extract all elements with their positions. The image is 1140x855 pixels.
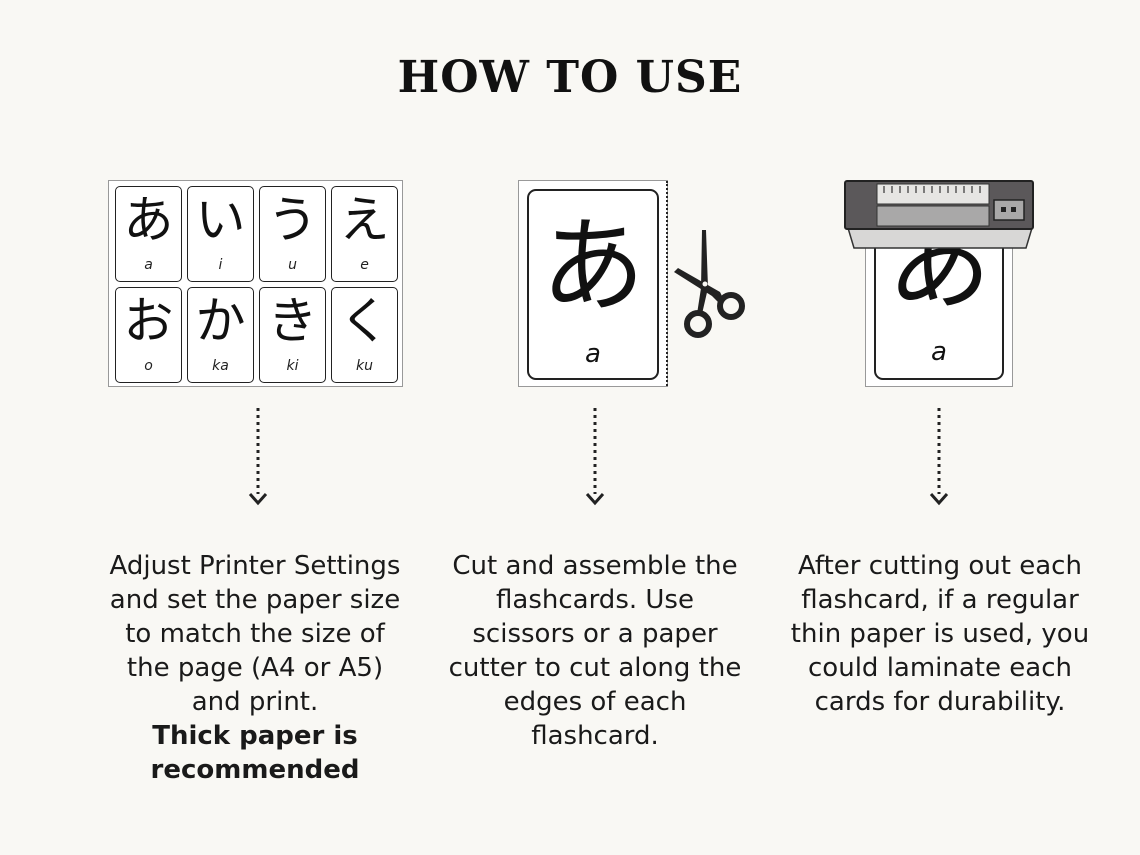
flashcard-kana: お xyxy=(123,292,174,350)
step1-bold-note: Thick paper is recommended xyxy=(150,721,360,785)
step1-text: Adjust Printer Settings and set the pape… xyxy=(109,551,401,717)
step2-description: Cut and assemble the flashcards. Use sci… xyxy=(448,551,742,751)
mini-flashcard: う u xyxy=(259,186,326,282)
flashcard-kana: あ xyxy=(123,191,174,249)
flashcard-kana: い xyxy=(195,191,246,249)
flashcard-romaji: ku xyxy=(356,358,373,374)
flashcard-kana: う xyxy=(267,191,318,249)
flashcard-kana: く xyxy=(339,292,390,350)
flashcard-romaji: a xyxy=(931,337,947,367)
page-title: HOW TO USE xyxy=(397,52,743,103)
cut-line xyxy=(666,181,668,386)
flashcard-romaji: a xyxy=(144,257,153,273)
step3-description: After cutting out each flashcard, if a r… xyxy=(790,551,1090,717)
mini-flashcard: あ a xyxy=(115,186,182,282)
flashcard-romaji: ka xyxy=(212,358,229,374)
single-card-page-illustration: あ a xyxy=(518,180,668,387)
dotted-arrow-down-icon xyxy=(248,408,268,506)
flashcard-romaji: ki xyxy=(286,358,299,374)
flashcard-kana: え xyxy=(339,191,390,249)
mini-flashcard: く ku xyxy=(331,287,398,383)
flashcard-romaji: e xyxy=(360,257,369,273)
mini-flashcard: か ka xyxy=(187,287,254,383)
flashcard-romaji: u xyxy=(288,257,297,273)
flashcard-kana: き xyxy=(267,292,318,350)
flashcard: あ a xyxy=(527,189,659,380)
printed-sheet-illustration: あ a い i う u え e お o か ka き ki く ku xyxy=(108,180,403,387)
flashcard: あ a xyxy=(874,246,1004,380)
dotted-arrow-down-icon xyxy=(585,408,605,506)
mini-flashcard: き ki xyxy=(259,287,326,383)
mini-flashcard: い i xyxy=(187,186,254,282)
dotted-arrow-down-icon xyxy=(929,408,949,506)
mini-flashcard: お o xyxy=(115,287,182,383)
flashcard-kana: か xyxy=(195,292,246,350)
step1-description: Adjust Printer Settings and set the pape… xyxy=(105,549,405,787)
flashcard-romaji: o xyxy=(144,358,153,374)
flashcard-romaji: a xyxy=(585,339,601,369)
laminated-card-illustration: あ a xyxy=(865,246,1013,387)
laminator-icon xyxy=(844,180,1034,249)
scissors-icon xyxy=(674,230,745,338)
mini-flashcard: え e xyxy=(331,186,398,282)
flashcard-romaji: i xyxy=(218,257,223,273)
flashcard-kana: あ xyxy=(886,246,991,325)
flashcard-kana: あ xyxy=(540,205,645,327)
